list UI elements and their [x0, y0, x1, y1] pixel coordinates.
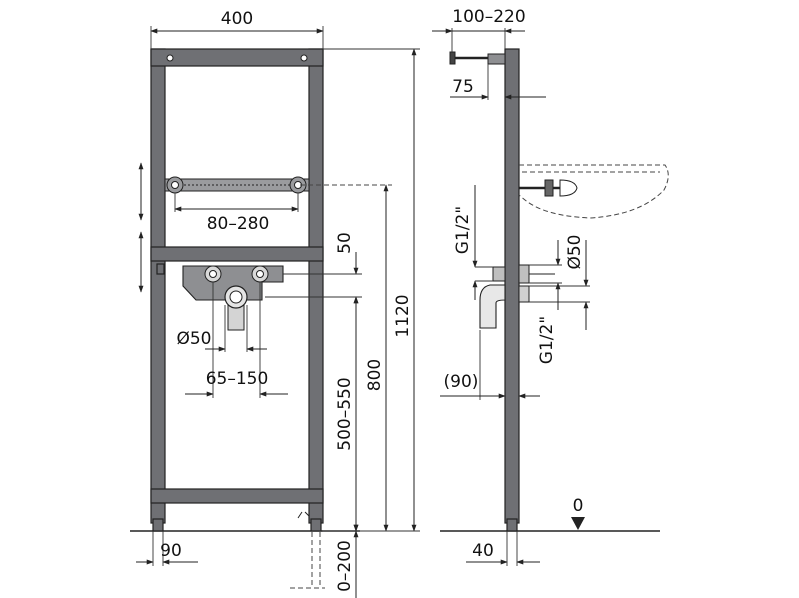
front-view: 400 80–280 65–150 Ø50 50 500–550 8 [130, 9, 420, 598]
side-drain-elbow [479, 284, 506, 329]
floor-level-label: 0 [573, 496, 584, 516]
front-bottom-crossbar [150, 488, 324, 504]
dim-drain-diameter-front: Ø50 [176, 329, 211, 349]
front-left-foot [152, 518, 164, 532]
dim-drain-height: 500–550 [335, 377, 355, 450]
basin-bolt-nut [544, 179, 554, 197]
dim-offset-75: 75 [452, 77, 474, 97]
side-foot [506, 518, 518, 532]
top-anchor-head [449, 51, 456, 65]
dim-supply-thread-upper: G1/2" [453, 206, 473, 254]
top-bolt-right [300, 54, 308, 62]
supply-connector-left-core [209, 270, 217, 278]
bracket-hole-left [171, 181, 179, 189]
top-wall-bracket [487, 53, 506, 65]
front-frame-left-upright [150, 48, 166, 524]
basin-bolt-cap [559, 179, 578, 197]
dim-supply-spacing: 65–150 [206, 369, 269, 389]
top-bolt-left [166, 54, 174, 62]
dim-drain-diameter-side: Ø50 [565, 234, 585, 269]
front-middle-crossbar [150, 246, 324, 262]
dim-depth-range: 100–220 [452, 7, 525, 27]
dim-total-height: 1120 [393, 294, 413, 337]
wash-basin-outline [518, 164, 669, 219]
dim-foot-width: 90 [160, 541, 182, 561]
front-top-crossbar [150, 48, 324, 67]
dim-foot-depth: 40 [472, 541, 494, 561]
side-drain-socket [518, 285, 530, 303]
floor-pipe-dashed [290, 532, 325, 589]
dim-side-offset-90: (90) [444, 372, 479, 392]
side-supply-fitting [492, 266, 506, 282]
dim-floor-adjust: 0–200 [335, 540, 355, 592]
side-view: 100–220 75 G1/2" Ø50 G1/2" (90) [432, 7, 669, 566]
front-frame-right-upright [308, 48, 324, 524]
dim-frame-width: 400 [221, 9, 253, 29]
side-frame-upright [504, 48, 520, 524]
dim-gap-50: 50 [335, 232, 355, 254]
dim-supply-thread-lower: G1/2" [537, 316, 557, 364]
mount-clip [156, 263, 165, 275]
front-right-foot [310, 518, 322, 532]
floor-level-marker [571, 517, 585, 530]
side-supply-plate [518, 264, 530, 284]
drain-outlet-inner [229, 290, 243, 304]
dim-bracket-spacing: 80–280 [207, 214, 270, 234]
dim-supply-height: 800 [365, 359, 385, 391]
supply-connector-right-core [256, 270, 264, 278]
